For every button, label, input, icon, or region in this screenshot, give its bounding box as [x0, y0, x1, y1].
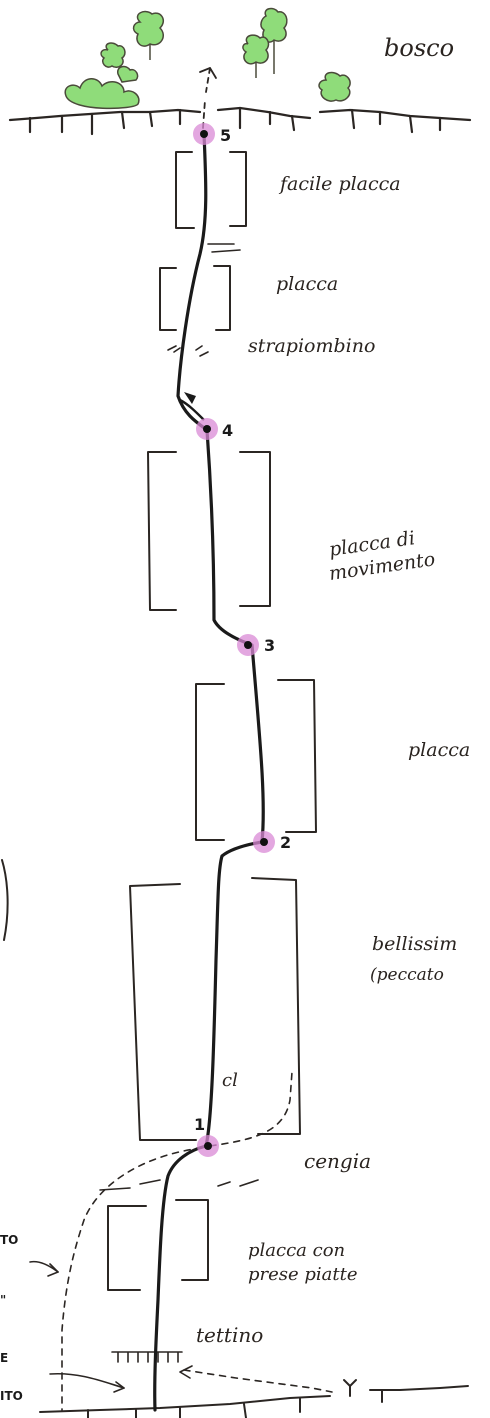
belay-number-4: 4	[222, 421, 233, 440]
belay-station-icon	[237, 634, 259, 656]
belay-number-3: 3	[264, 636, 275, 655]
slab-outlines	[107, 151, 317, 1291]
left-edge-curve	[1, 859, 9, 941]
top-ridge	[8, 106, 472, 136]
belay-station-icon	[197, 1135, 219, 1157]
approach-dashes	[61, 1071, 333, 1411]
forest-trees	[64, 7, 351, 110]
tree-icon	[242, 34, 270, 78]
arrow-icon	[29, 1260, 193, 1393]
route-anchor-mark	[184, 392, 196, 404]
bottom-ground	[39, 1379, 469, 1418]
label-bellissima-2: (peccato	[370, 965, 444, 985]
label-tettino: tettino	[196, 1323, 263, 1347]
tree-icon	[318, 71, 351, 102]
label-left-fragment: TO	[0, 1233, 18, 1247]
label-bosco: bosco	[384, 34, 454, 62]
arrow-up-icon	[199, 67, 217, 129]
belay-station-icon	[196, 418, 218, 440]
label-left-fragment: "	[0, 1293, 6, 1307]
tree-icon	[64, 65, 140, 110]
belay-number-1: 1	[194, 1115, 205, 1134]
ledge-marks	[99, 243, 259, 1363]
belay-number-2: 2	[280, 833, 291, 852]
label-cl: cl	[222, 1070, 238, 1091]
belay-station-icon	[253, 831, 275, 853]
tree-icon	[100, 42, 126, 69]
label-left-fragment: E	[0, 1351, 8, 1365]
climbing-route-line	[153, 132, 265, 1412]
label-placca: placca	[408, 739, 470, 761]
label-facile-placca: facile placca	[278, 173, 401, 195]
label-placca-con-1: placca con	[248, 1240, 345, 1261]
label-bellissima-1: bellissim	[372, 933, 457, 955]
label-placca-strapiombino-1: placca	[276, 273, 338, 295]
label-placca-con-2: prese piatte	[248, 1264, 358, 1285]
label-placca-strapiombino-2: strapiombino	[248, 335, 375, 357]
belay-station-icon	[193, 123, 215, 145]
route-branch	[179, 398, 205, 421]
tree-icon	[260, 7, 288, 74]
tree-icon	[132, 10, 164, 60]
belay-number-5: 5	[220, 126, 231, 145]
label-left-fragment: ITO	[0, 1389, 23, 1403]
label-cengia: cengia	[304, 1149, 371, 1173]
